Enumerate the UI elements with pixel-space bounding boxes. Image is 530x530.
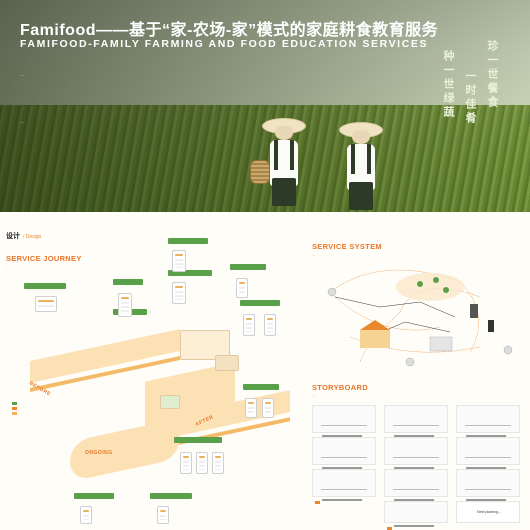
journey-step-chip-1 [24,283,66,289]
hero-banner: Famifood——基于“家-农场-家”模式的家庭耕食教育服务 FAMIFOOD… [0,0,530,212]
hero-title-en: FAMIFOOD-FAMILY FARMING AND FOOD EDUCATI… [20,38,429,50]
journey-step-chip-4 [168,238,208,244]
storyboard-frame-9 [456,469,520,504]
hero-intro-en: ... [20,119,24,124]
garden-block [160,395,180,409]
storyboard-subtitle: ... [312,394,315,398]
storyboard-title: STORYBOARD [312,383,368,392]
storyboard-frame-4 [312,437,376,472]
system-farm-zone [396,273,464,301]
journey-step-chip-10 [74,493,114,499]
app-screen-4 [236,278,248,298]
poem-column-2: 一时佳肴 [464,70,476,126]
storyboard-frame-8 [384,469,448,504]
journey-subtitle: ... [6,264,9,268]
storyboard-frame-7 [312,469,376,504]
app-screen-13 [80,506,92,524]
woven-basket [250,160,270,184]
system-store-block [429,336,453,352]
child-figure-left [260,118,308,206]
app-screen-3 [172,282,186,304]
journey-legend [12,402,19,417]
journey-step-chip-8 [243,384,279,390]
system-figure-1 [470,304,478,318]
storyboard-frame-3 [456,405,520,440]
journey-step-chip-9 [174,437,222,443]
app-screen-6 [264,314,276,336]
journey-step-chip-5 [168,270,212,276]
app-screen-10 [196,452,208,474]
storyboard-frame-6 [456,437,520,472]
service-system-diagram [310,242,522,377]
house-block [215,355,239,371]
app-screen-7 [245,398,257,418]
storyboard-frame-10 [384,501,448,530]
journey-title: SERVICE JOURNEY [6,254,82,263]
legend-item-3 [12,412,19,415]
journey-step-chip-2 [113,279,143,285]
system-subtitle: ... [312,253,315,257]
system-network-svg [327,269,513,367]
storyboard-grid: Next planting... [312,405,522,530]
app-screen-9 [180,452,192,474]
design-label: 设计/ Design [6,233,42,240]
poem-column-3: 珍一世餐食 [486,40,498,110]
app-screen-8 [262,398,274,418]
poem-column-1: 种一世绿蔬 [442,50,454,120]
app-screen-5 [243,314,255,336]
storyboard-frame-5 [384,437,448,472]
storyboard-frame-1 [312,405,376,440]
storyboard-frame-2 [384,405,448,440]
app-screen-2 [172,250,186,272]
hero-intro-cn: ... [20,72,24,77]
stage-ongoing: ONGOING [85,450,113,456]
app-screen-11 [212,452,224,474]
app-screen-12 [35,296,57,312]
system-title: SERVICE SYSTEM [312,242,382,251]
legend-item-1 [12,402,19,405]
next-planting-text: Next planting... [477,510,501,514]
child-figure-right [337,122,385,210]
system-house-block [360,330,390,348]
legend-item-2 [12,407,19,410]
app-screen-14 [157,506,169,524]
journey-step-chip-11 [150,493,192,499]
journey-step-chip-6 [230,264,266,270]
app-screen-1 [118,293,132,317]
hero-title-cn: Famifood——基于“家-农场-家”模式的家庭耕食教育服务 [20,22,439,39]
system-figure-2 [488,320,494,332]
storyboard-next-frame: Next planting... [456,501,520,523]
system-house-roof [360,320,390,330]
vertical-poem: 种一世绿蔬 一时佳肴 珍一世餐食 [440,40,530,126]
journey-step-chip-7 [240,300,280,306]
